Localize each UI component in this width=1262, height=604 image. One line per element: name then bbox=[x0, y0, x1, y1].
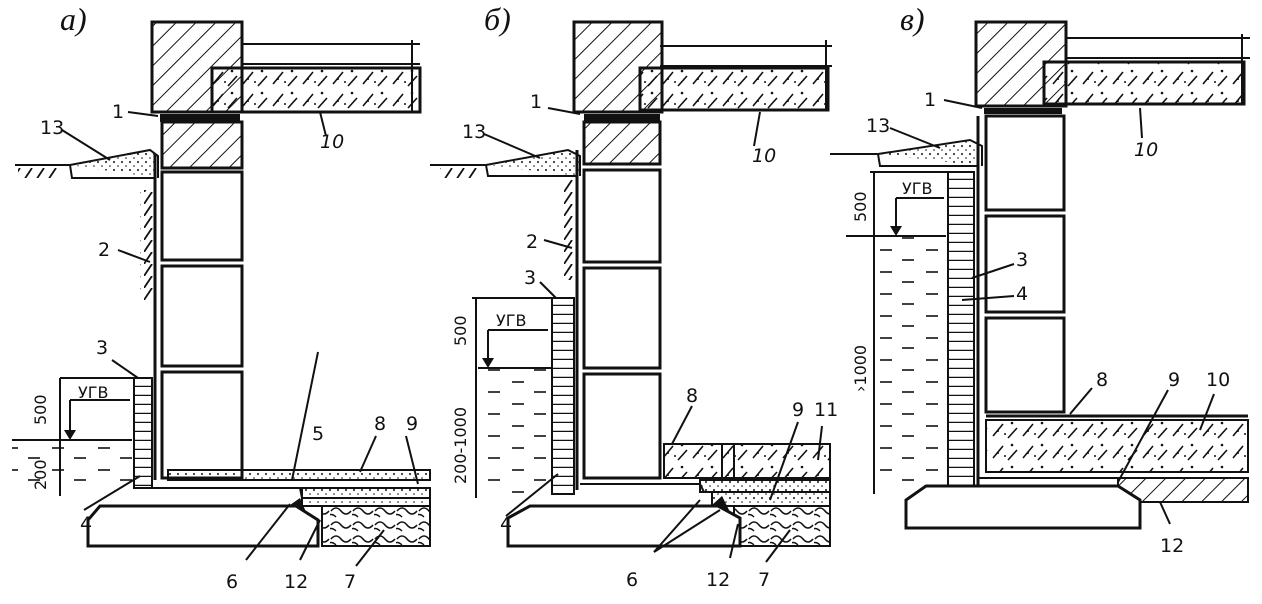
wall-block bbox=[984, 114, 1066, 212]
gravel-base bbox=[733, 505, 831, 547]
groundwater bbox=[12, 440, 132, 490]
horizontal-waterproofing bbox=[984, 108, 1062, 114]
protective-wall bbox=[133, 377, 153, 489]
protective-wall bbox=[947, 171, 975, 491]
horizontal-waterproofing bbox=[160, 114, 240, 122]
ugv-label: УГВ bbox=[902, 179, 932, 198]
concrete-prep bbox=[301, 487, 431, 507]
label-7: 7 bbox=[758, 569, 770, 591]
panel-c-title: в) bbox=[900, 1, 925, 37]
footing bbox=[904, 484, 1142, 530]
label-12: 12 bbox=[1160, 535, 1184, 557]
label-4: 4 bbox=[1016, 283, 1028, 305]
label-2: 2 bbox=[526, 231, 538, 253]
wall-block bbox=[984, 214, 1066, 314]
groundwater bbox=[480, 368, 550, 494]
label-8: 8 bbox=[374, 413, 386, 435]
label-13: 13 bbox=[40, 117, 64, 139]
dim-1000: ›1000 bbox=[851, 345, 870, 392]
dim-200: 200 bbox=[31, 459, 50, 490]
label-4: 4 bbox=[80, 513, 92, 535]
panel-a: а) УГВ 500 200 bbox=[12, 1, 431, 593]
wall-block bbox=[582, 266, 662, 370]
label-1: 1 bbox=[924, 89, 936, 111]
panel-b-title: б) bbox=[484, 1, 511, 37]
blind-area bbox=[485, 148, 581, 176]
label-8: 8 bbox=[1096, 369, 1108, 391]
label-9: 9 bbox=[1168, 369, 1180, 391]
label-1: 1 bbox=[112, 101, 124, 123]
floor-slab-lower bbox=[985, 419, 1249, 473]
label-3: 3 bbox=[1016, 249, 1028, 271]
label-7: 7 bbox=[344, 571, 356, 593]
wall-block bbox=[160, 370, 244, 480]
wall-block bbox=[160, 264, 244, 368]
footing bbox=[506, 504, 742, 548]
label-11: 11 bbox=[814, 399, 838, 421]
dim-500: 500 bbox=[851, 191, 870, 222]
floor-slab-lower bbox=[663, 443, 831, 479]
horizontal-waterproofing bbox=[584, 114, 660, 121]
panel-a-title: а) bbox=[60, 1, 87, 37]
wall-block bbox=[984, 316, 1066, 414]
dim-500: 500 bbox=[451, 315, 470, 346]
label-3: 3 bbox=[524, 267, 536, 289]
groundwater bbox=[872, 236, 946, 490]
label-10: 10 bbox=[752, 145, 776, 167]
label-13: 13 bbox=[462, 121, 486, 143]
blind-area bbox=[877, 138, 983, 166]
floor-slab bbox=[1042, 60, 1246, 106]
label-6: 6 bbox=[226, 571, 238, 593]
wall-block bbox=[160, 170, 244, 262]
top-block bbox=[582, 120, 662, 166]
label-12: 12 bbox=[706, 569, 730, 591]
label-8: 8 bbox=[686, 385, 698, 407]
floor-layer bbox=[167, 469, 431, 481]
floor-slab bbox=[210, 66, 422, 114]
floor-slab bbox=[638, 66, 830, 112]
label-10-bottom: 10 bbox=[1206, 369, 1230, 391]
ugv-label: УГВ bbox=[496, 311, 526, 330]
ugv-label: УГВ bbox=[78, 383, 108, 402]
blind-area bbox=[69, 148, 159, 178]
label-3: 3 bbox=[96, 337, 108, 359]
label-13: 13 bbox=[866, 115, 890, 137]
label-12: 12 bbox=[284, 571, 308, 593]
label-4: 4 bbox=[500, 513, 512, 535]
label-9: 9 bbox=[406, 413, 418, 435]
top-block bbox=[160, 120, 244, 170]
wall-block bbox=[582, 168, 662, 264]
panel-b: б) УГВ 500 200-1000 bbox=[430, 1, 838, 591]
label-9: 9 bbox=[792, 399, 804, 421]
label-10-top: 10 bbox=[1134, 139, 1158, 161]
label-6: 6 bbox=[626, 569, 638, 591]
label-2: 2 bbox=[98, 239, 110, 261]
panel-c: в) УГВ 500 ›1000 bbox=[830, 1, 1250, 557]
label-10: 10 bbox=[320, 131, 344, 153]
dim-200-1000: 200-1000 bbox=[451, 407, 470, 484]
wall-block bbox=[582, 372, 662, 480]
label-5: 5 bbox=[312, 423, 324, 445]
protective-wall bbox=[551, 297, 575, 495]
dim-500: 500 bbox=[31, 394, 50, 425]
label-1: 1 bbox=[530, 91, 542, 113]
